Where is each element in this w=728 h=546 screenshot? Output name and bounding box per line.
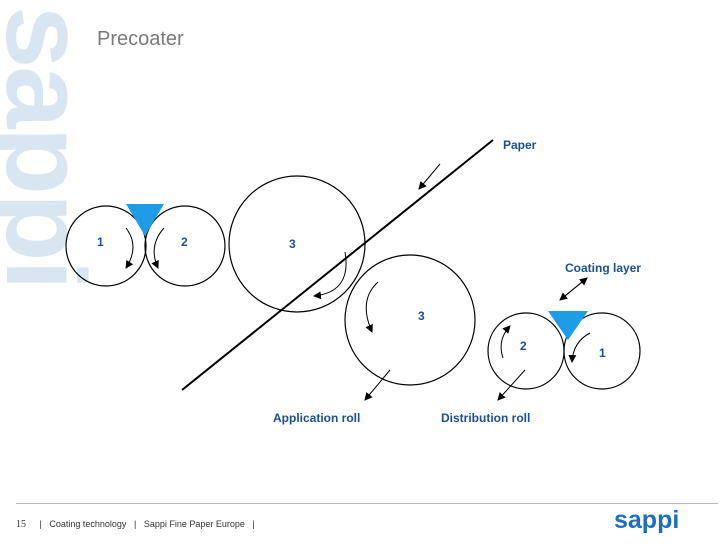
right-roll-1 — [563, 312, 641, 390]
coating-layer-arrow-down — [559, 277, 588, 301]
left-roll-3 — [228, 175, 366, 313]
rotation-arrow-right-roll-1 — [568, 332, 591, 363]
page-title: Precoater — [97, 28, 184, 50]
footer-divider — [16, 503, 718, 504]
footer-company: Sappi Fine Paper Europe — [143, 519, 245, 529]
footer-section: Coating technology — [49, 519, 127, 529]
paper-web — [181, 139, 494, 391]
right-coating-triangle — [548, 311, 588, 340]
footer-separator: | — [133, 519, 137, 529]
paper-direction-arrow — [418, 163, 441, 190]
left-roll-2 — [144, 205, 226, 287]
footer-separator: | — [252, 519, 255, 529]
distribution-roll-label: Distribution roll — [441, 411, 531, 425]
application-roll-pointer — [364, 369, 391, 401]
footer-separator: | — [39, 519, 42, 529]
left-coating-triangle — [126, 204, 164, 236]
rotation-arrow-application-roll — [365, 281, 379, 333]
coating-layer-label: Coating layer — [565, 261, 642, 275]
distribution-roll-number-label: 2 — [520, 339, 527, 353]
left-roll-3-label: 3 — [289, 237, 296, 251]
left-roll-1 — [65, 205, 147, 287]
brand-logo: sappi — [614, 506, 680, 534]
right-roll-1-label: 1 — [599, 346, 606, 360]
rotation-arrow-left-roll-3 — [313, 251, 347, 300]
left-roll-2-label: 2 — [181, 235, 188, 249]
distribution-roll-pointer — [497, 369, 526, 401]
left-roll-1-label: 1 — [97, 235, 104, 249]
application-roll — [344, 254, 476, 386]
footer: 15 | Coating technology | Sappi Fine Pap… — [16, 519, 260, 530]
rotation-arrow-distribution-roll — [500, 325, 511, 359]
application-roll-label: Application roll — [273, 411, 361, 425]
rotation-arrow-left-roll-1 — [125, 227, 134, 269]
page-number: 15 — [16, 519, 26, 530]
rotation-arrow-left-roll-2 — [151, 227, 165, 269]
paper-label: Paper — [503, 138, 537, 152]
application-roll-number-label: 3 — [418, 309, 425, 323]
